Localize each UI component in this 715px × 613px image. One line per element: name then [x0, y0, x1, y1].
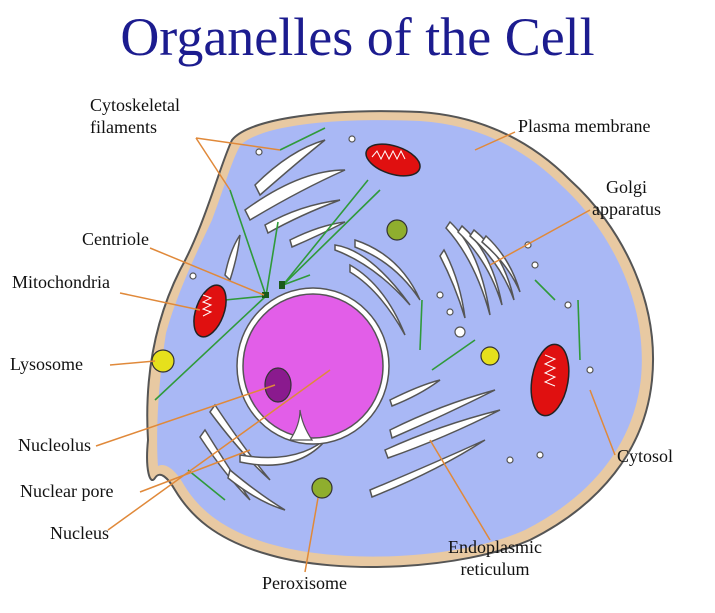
leader-lines — [95, 131, 616, 573]
cytosol-region — [157, 120, 642, 557]
label-lysosome: Lysosome — [10, 354, 84, 374]
peroxisome — [386, 219, 408, 241]
nucleus — [242, 293, 384, 439]
label-line: Cytoskeletal — [90, 95, 180, 115]
label-endoplasmic-reticulum: Endoplasmic reticulum — [448, 536, 542, 580]
label-nuclear-pore: Nuclear pore — [20, 481, 114, 501]
lysosome — [151, 349, 175, 373]
nucleolus — [264, 367, 292, 403]
nuclear-pore-channel — [288, 409, 314, 441]
label-line: Endoplasmic — [448, 537, 542, 557]
golgi-apparatus — [439, 220, 521, 319]
label-peroxisome: Peroxisome — [262, 573, 347, 593]
centriole — [279, 281, 285, 289]
label-centriole: Centriole — [82, 229, 149, 249]
label-nucleolus: Nucleolus — [18, 435, 91, 455]
label-mitochondria: Mitochondria — [12, 272, 110, 292]
label-line: reticulum — [460, 559, 530, 579]
label-plasma-membrane: Plasma membrane — [518, 116, 651, 136]
label-golgi-apparatus: Golgi apparatus — [592, 176, 661, 220]
vesicles — [189, 135, 594, 464]
diagram-title: Organelles of the Cell — [120, 7, 595, 67]
mitochondria — [193, 143, 570, 417]
label-line: Golgi — [605, 177, 647, 197]
cytoskeletal-filaments — [154, 127, 581, 501]
label-line: apparatus — [592, 199, 661, 219]
label-line: filaments — [90, 117, 157, 137]
endoplasmic-reticulum — [199, 139, 501, 511]
label-cytosol: Cytosol — [617, 446, 674, 466]
label-nucleus: Nucleus — [50, 523, 109, 543]
centriole — [262, 292, 269, 298]
peroxisome — [311, 477, 333, 499]
lysosome — [480, 346, 500, 366]
label-cytoskeletal-filaments: Cytoskeletal filaments — [90, 94, 180, 138]
